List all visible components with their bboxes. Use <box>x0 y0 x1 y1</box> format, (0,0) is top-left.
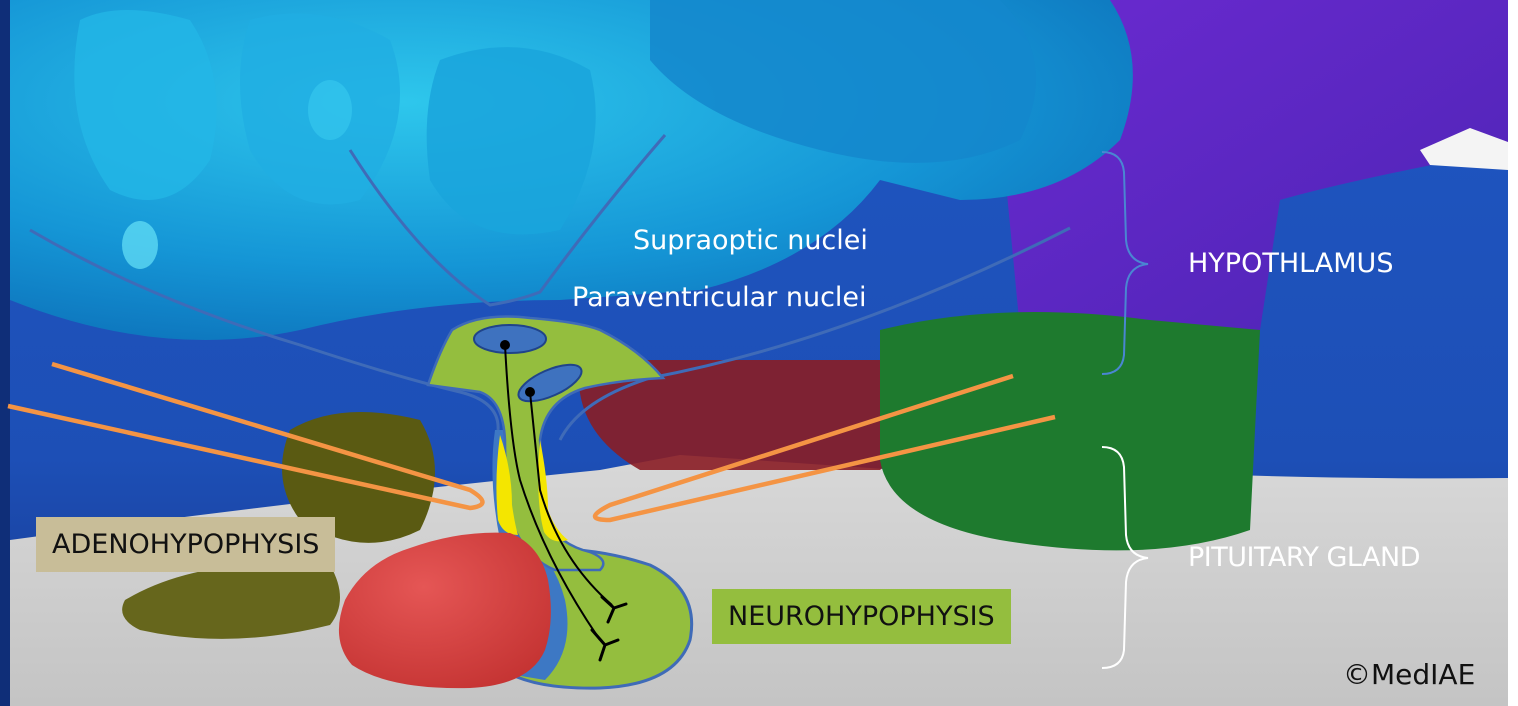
right-frame <box>1508 0 1518 706</box>
hypothalamus-floor-outline-right <box>558 226 1071 441</box>
dark-red-region <box>578 360 926 470</box>
cyan-fold-4 <box>650 0 1036 163</box>
green-chiasm <box>880 312 1260 551</box>
neurohypophysis-label: NEUROHYPOPHYSIS <box>712 589 1011 644</box>
axon-1 <box>504 344 601 641</box>
pars-intermedia-left <box>496 435 518 535</box>
pars-intermedia-right <box>538 440 568 542</box>
supraoptic-label: Supraoptic nuclei <box>633 225 868 256</box>
anterior-lobe <box>338 532 551 689</box>
left-dark-edge <box>0 0 10 706</box>
paraventricular-label: Paraventricular nuclei <box>572 282 867 313</box>
axon-terminal-1 <box>590 628 620 662</box>
cyan-highlight <box>122 221 158 269</box>
cyan-fold-3 <box>426 47 596 235</box>
hypothalamus-bracket <box>1101 151 1149 375</box>
orange-line-left <box>7 361 485 511</box>
hypothalamus-floor-outline <box>29 228 500 431</box>
pituitary-gland-label: PITUITARY GLAND <box>1188 542 1420 573</box>
pituitary-bracket <box>1101 446 1149 669</box>
cyan-fold-1 <box>74 10 217 200</box>
supraoptic-nucleus <box>473 324 547 354</box>
third-ventricle-outline <box>348 134 667 307</box>
axon-2 <box>529 391 613 606</box>
copyright-label: ©MedIAE <box>1343 658 1476 691</box>
olive-stalk-lower <box>122 563 340 639</box>
orange-line-right <box>592 373 1056 523</box>
adenohypophysis-label: ADENOHYPOPHYSIS <box>36 517 336 572</box>
axon-terminal-2 <box>600 595 628 624</box>
white-notch <box>1420 128 1508 170</box>
cyan-highlight-2 <box>308 80 352 140</box>
hypothalamus-label: HYPOTHLAMUS <box>1188 248 1394 279</box>
hypothalamic-funnel <box>426 315 666 572</box>
